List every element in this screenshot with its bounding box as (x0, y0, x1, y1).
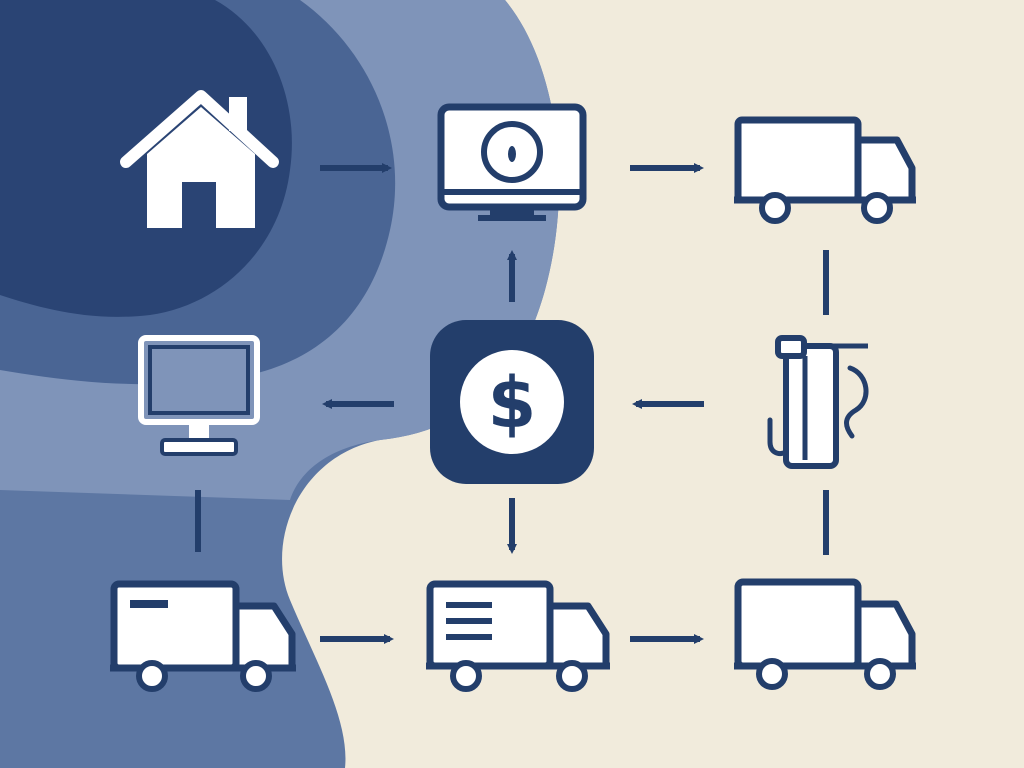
dollar-symbol: $ (488, 362, 537, 444)
house-icon (120, 90, 279, 228)
monitor-with-clock-icon (437, 103, 587, 221)
truck-icon (734, 116, 916, 224)
dollar-coin-icon: $ (430, 320, 594, 484)
desktop-monitor-icon (138, 335, 260, 456)
cargo-truck-icon (426, 580, 610, 692)
blob-core (0, 0, 292, 317)
truck-icon (734, 578, 916, 690)
delivery-truck-icon (110, 580, 296, 692)
connectors (195, 163, 829, 644)
payment-terminal-icon (767, 335, 869, 469)
